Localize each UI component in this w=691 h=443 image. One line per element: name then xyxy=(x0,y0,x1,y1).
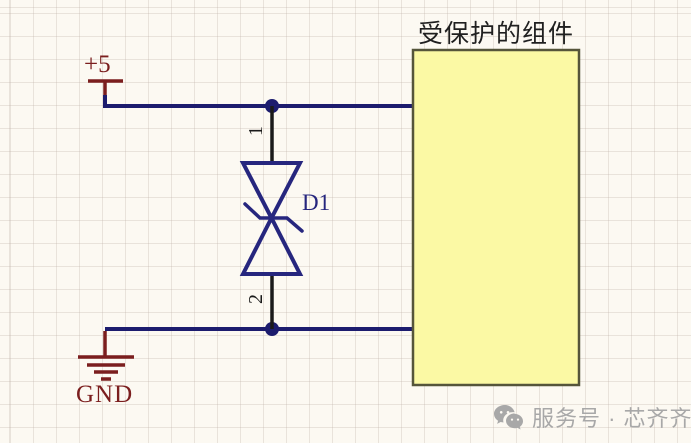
watermark-text: 服务号 · 芯齐齐 xyxy=(532,406,691,431)
ground-symbol xyxy=(78,331,134,381)
top-wire xyxy=(103,95,413,108)
diode-designator: D1 xyxy=(302,190,331,215)
diode-zener-bar xyxy=(243,202,304,233)
wechat-icon xyxy=(494,405,523,430)
watermark: 服务号 · 芯齐齐 xyxy=(493,401,691,433)
tvs-diode-symbol xyxy=(239,161,304,276)
power-rail-label: +5 xyxy=(84,51,111,78)
diode-bottom-triangle xyxy=(239,213,304,276)
protected-component-box xyxy=(411,48,581,387)
diode-top-triangle xyxy=(239,161,304,223)
power-rail-symbol xyxy=(88,79,123,96)
ground-label: GND xyxy=(76,381,134,408)
diode-pin1-number: 1 xyxy=(244,126,267,136)
diode-pin2-number: 2 xyxy=(244,294,267,304)
protected-component-title: 受保护的组件 xyxy=(417,20,574,48)
